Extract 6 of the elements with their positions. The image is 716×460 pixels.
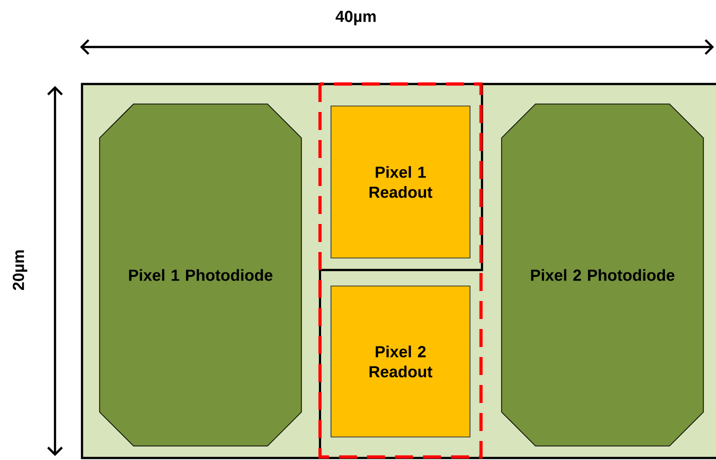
- dimension-label: 20µm: [12, 250, 28, 290]
- readout-box: Pixel 1 Readout: [330, 106, 470, 258]
- dimension-label: 40µm: [336, 10, 376, 26]
- photodiode-octagon: Pixel 2 Photodiode: [501, 104, 704, 446]
- photodiode-octagon: Pixel 1 Photodiode: [99, 104, 302, 446]
- readout-box: Pixel 2 Readout: [330, 286, 470, 438]
